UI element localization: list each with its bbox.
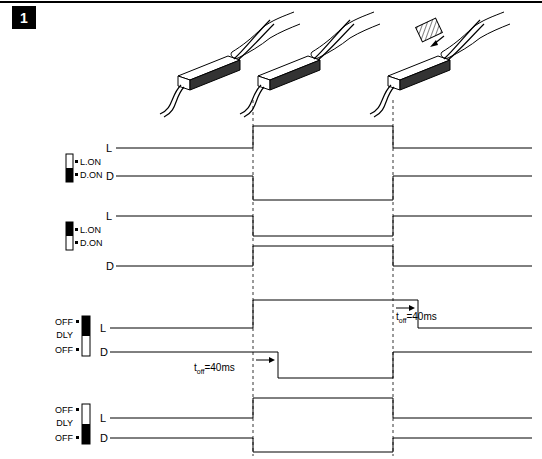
- delay-time: off: [197, 368, 205, 375]
- switch-position: D.ON: [80, 171, 103, 180]
- delay-time: =40ms: [406, 312, 436, 322]
- signal-name: L: [100, 413, 106, 424]
- delay-time: t: [396, 312, 399, 322]
- delay-time: =40ms: [204, 363, 234, 373]
- switch-position: L.ON: [80, 158, 101, 167]
- switch-position: DLY: [56, 331, 73, 340]
- signal-name: D: [100, 433, 108, 444]
- signal-name: D: [106, 261, 114, 272]
- switch-position: OFF: [55, 318, 73, 327]
- switch-position: D.ON: [80, 239, 103, 248]
- box-number: 1: [20, 11, 28, 25]
- switch-position: OFF: [55, 346, 73, 355]
- delay-time: off: [399, 317, 407, 324]
- signal-name: D: [106, 171, 114, 182]
- signal-name: L: [106, 211, 112, 222]
- switch-position: L.ON: [80, 226, 101, 235]
- switch-position: DLY: [56, 419, 73, 428]
- switch-position: OFF: [55, 406, 73, 415]
- delay-time: t: [194, 363, 197, 373]
- signal-name: D: [100, 347, 108, 358]
- switch-position: OFF: [55, 434, 73, 443]
- signal-name: L: [100, 323, 106, 334]
- signal-name: L: [106, 143, 112, 154]
